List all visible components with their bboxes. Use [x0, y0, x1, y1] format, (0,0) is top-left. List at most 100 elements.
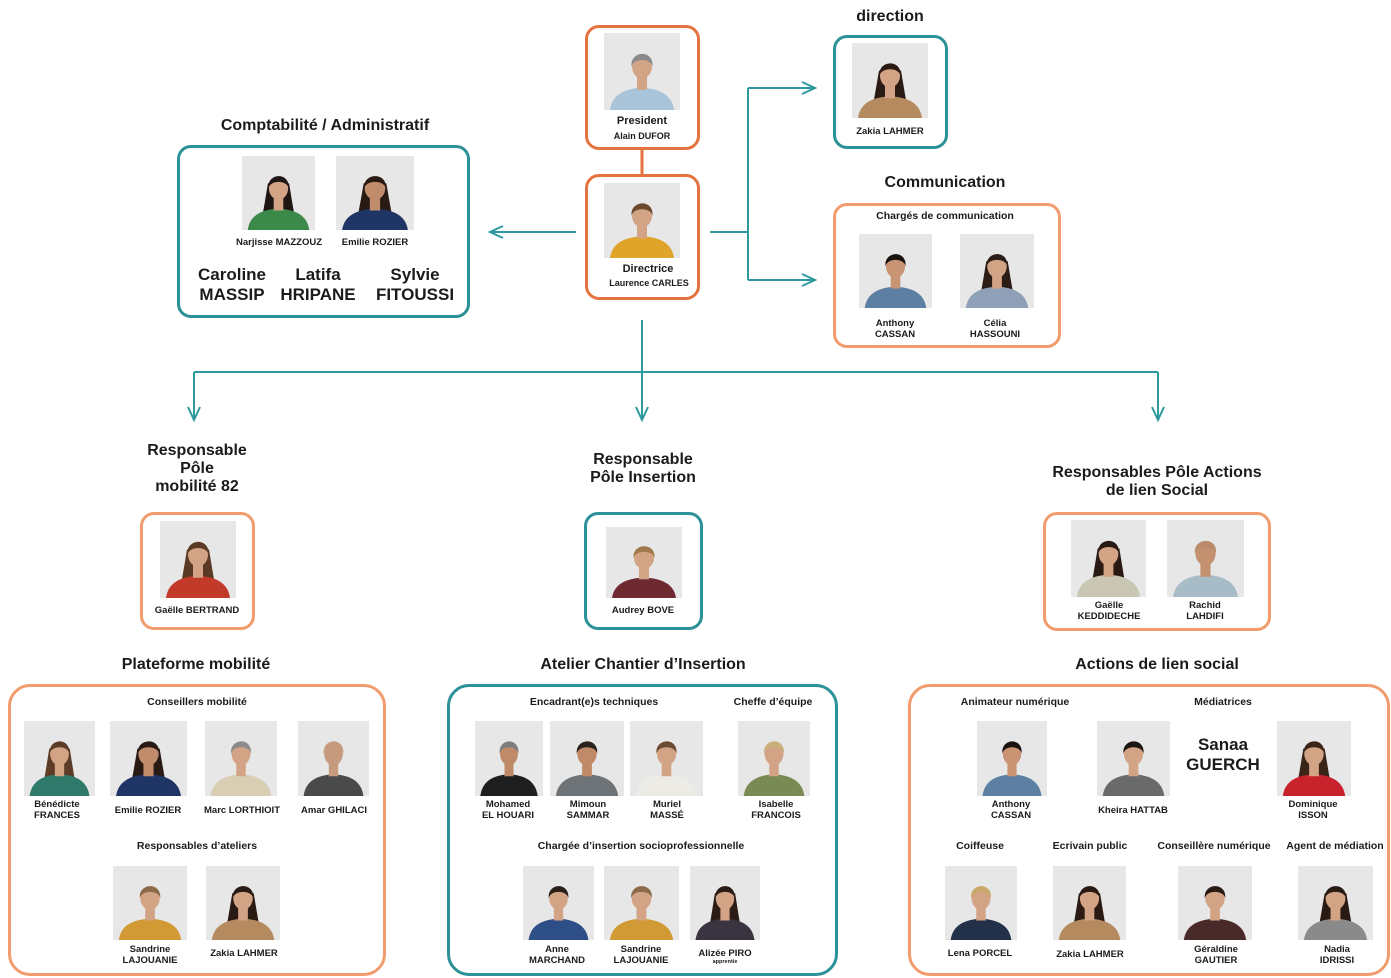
portrait-hair — [187, 541, 209, 555]
last-name: LAJOUANIE — [613, 955, 669, 966]
first-name: Isabelle — [758, 799, 794, 810]
portrait-image — [610, 203, 674, 258]
portrait-image — [303, 741, 364, 796]
directrice-role: Directrice — [622, 263, 674, 275]
last-name: EL HOUARI — [481, 810, 535, 821]
photo-nadia-idrissi — [1298, 866, 1373, 940]
portrait-neck — [720, 906, 730, 921]
person-name-amar-ghilaci: Amar GHILACI — [301, 805, 367, 816]
portrait-torso — [528, 918, 589, 940]
group-label-mediatrices: Médiatrices — [1194, 696, 1252, 708]
photo-audrey-bove — [606, 527, 682, 598]
title-line: mobilité 82 — [155, 478, 239, 495]
arrowhead-pole-insertion — [635, 406, 649, 423]
person-name-rachid-lahdifi: Rachid LAHDIFI — [1186, 600, 1223, 622]
portrait-image — [342, 176, 408, 230]
last-name: HRIPANE — [280, 285, 356, 304]
last-name: GUERCH — [1186, 755, 1260, 774]
portrait-hair — [631, 886, 652, 899]
portrait-hair — [232, 886, 254, 899]
photo-emilie-rozier-2 — [110, 721, 187, 796]
portrait-torso — [950, 918, 1012, 940]
portrait-image — [965, 254, 1029, 308]
portrait-neck — [1330, 906, 1341, 921]
portrait-hair — [631, 53, 653, 67]
first-name: Sanaa — [1197, 735, 1249, 754]
portrait-hair — [499, 741, 519, 754]
person-name-latifa-hripane: Latifa HRIPANE — [280, 265, 355, 305]
communication-group-label: Chargés de communication — [876, 210, 1014, 222]
portrait-hair — [656, 741, 677, 754]
photo-mimoun-sammar — [550, 721, 624, 796]
group-label-ecrivain-public: Ecrivain public — [1052, 840, 1128, 852]
first-name: Anthony — [875, 318, 915, 329]
person-name-mimoun-sammar: Mimoun SAMMAR — [567, 799, 610, 821]
portrait-image — [116, 741, 181, 796]
photo-zakia-lahmer-2 — [206, 866, 280, 940]
photo-muriel-masse — [630, 721, 703, 796]
photo-anthony-cassan — [859, 234, 932, 308]
person-name-marc-lorthioit: Marc LORTHIOIT — [203, 805, 281, 816]
person-name-anthony-cassan: Anthony CASSAN — [875, 318, 915, 340]
portrait-neck — [328, 762, 339, 777]
portrait-neck — [1128, 762, 1139, 777]
portrait-hair — [548, 886, 569, 899]
portrait-image — [610, 53, 674, 110]
arrowhead-pole-mobilite — [187, 406, 201, 423]
portrait-image — [1282, 741, 1346, 796]
first-name: Rachid — [1189, 600, 1221, 611]
portrait-hair — [139, 886, 161, 899]
portrait-hair — [1303, 741, 1325, 754]
portrait-torso — [610, 236, 674, 258]
portrait-torso — [118, 918, 182, 940]
portrait-torso — [743, 774, 805, 796]
photo-kheira-hattab — [1097, 721, 1170, 796]
portrait-hair — [715, 886, 735, 899]
portrait-neck — [145, 906, 155, 921]
portrait-image — [29, 741, 90, 796]
person-name-narjisse-mazzouz: Narjisse MAZZOUZ — [235, 237, 323, 248]
arrowhead-communication — [801, 273, 818, 287]
portrait-hair — [49, 741, 70, 754]
comptabilite-title: Comptabilité / Administratif — [220, 117, 430, 134]
portrait-neck — [193, 563, 203, 578]
pole-mobilite-card — [140, 512, 255, 630]
portrait-image — [1173, 540, 1238, 597]
last-name: CASSAN — [874, 329, 916, 340]
pole-lien-social-title: Responsables Pôle Actions de lien Social — [1052, 464, 1261, 500]
person-name-anthony-cassan-2: Anthony CASSAN — [991, 799, 1031, 821]
portrait-image — [166, 541, 230, 598]
last-name: GAUTIER — [1194, 955, 1238, 966]
portrait-image — [118, 886, 182, 940]
portrait-image — [612, 546, 676, 598]
portrait-neck — [639, 566, 649, 580]
portrait-torso — [635, 774, 698, 796]
portrait-neck — [661, 762, 672, 777]
last-name: LAHDIFI — [1186, 611, 1224, 622]
portrait-image — [1102, 741, 1165, 796]
first-name: Caroline — [197, 265, 267, 284]
portrait-image — [858, 63, 922, 118]
person-name-gaelle-bertrand: Gaëlle BERTRAND — [154, 605, 240, 616]
portrait-hair — [1002, 741, 1022, 754]
person-name-kheira-hattab: Kheira HATTAB — [1098, 805, 1168, 816]
portrait-torso — [116, 774, 181, 796]
portrait-torso — [29, 774, 90, 796]
photo-isabelle-francois — [738, 721, 810, 796]
portrait-neck — [582, 762, 592, 777]
direction-card — [833, 35, 948, 149]
person-name-lena-porcel: Lena PORCEL — [947, 948, 1013, 959]
communication-title: Communication — [884, 174, 1006, 191]
portrait-image — [1076, 540, 1141, 597]
portrait-image — [1183, 886, 1247, 940]
portrait-torso — [480, 774, 538, 796]
last-name: FRANCES — [34, 810, 80, 821]
portrait-hair — [576, 741, 598, 754]
last-name: LAJOUANIE — [122, 955, 178, 966]
portrait-hair — [268, 176, 289, 189]
portrait-hair — [1123, 741, 1144, 754]
first-name: Sylvie — [390, 265, 440, 284]
photo-geraldine-gautier — [1178, 866, 1252, 940]
portrait-hair — [986, 254, 1008, 267]
portrait-hair — [323, 741, 344, 754]
